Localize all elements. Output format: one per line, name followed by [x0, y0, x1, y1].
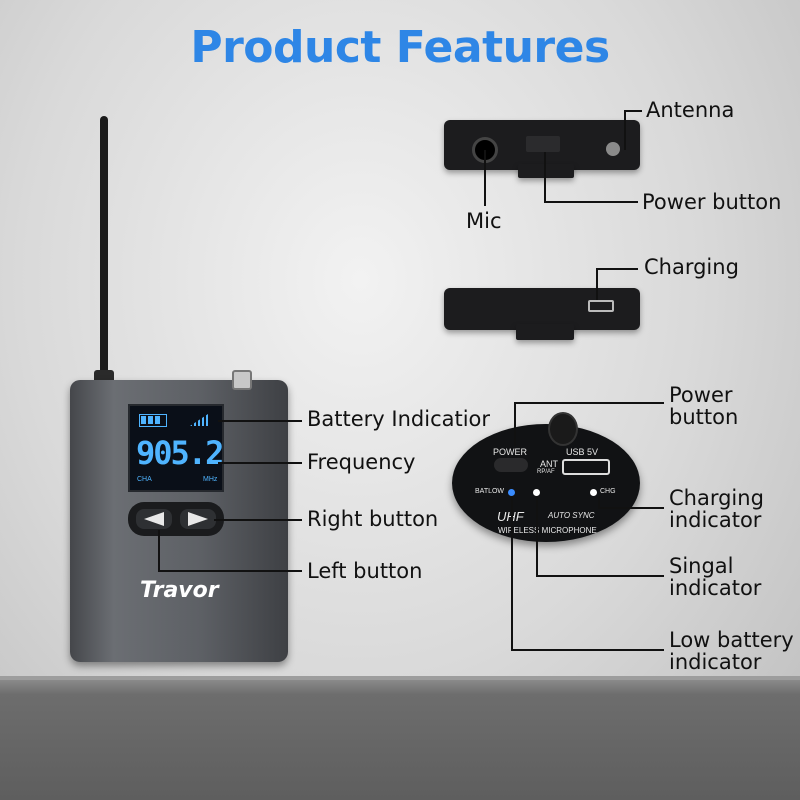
wireless-microphone-text: WIRELESS MICROPHONE [498, 526, 597, 535]
low-battery-led [508, 489, 515, 496]
power-callout-line [544, 201, 638, 203]
right-button-callout-line [214, 519, 302, 521]
frequency-readout: 905.2 [136, 434, 224, 472]
antenna-label: Antenna [646, 98, 735, 122]
power-switch[interactable] [526, 136, 560, 152]
charging-indicator-label-2: indicator [669, 508, 762, 532]
charging-indicator-callout-vline [598, 496, 600, 508]
signal-callout-vline [536, 496, 538, 576]
left-arrow-icon [144, 512, 164, 526]
pedestal [0, 680, 800, 800]
antenna-connector [232, 370, 252, 390]
mic-callout-line [484, 150, 486, 206]
panel-power-callout-vline [514, 402, 516, 446]
top-view-clip [518, 164, 574, 178]
uhf-text: UHF [497, 509, 524, 524]
frequency-label: Frequency [307, 450, 416, 474]
battery-level-bars [141, 416, 161, 424]
battery-indicator-label: Battery Indicatior [307, 407, 491, 431]
signal-led [533, 489, 540, 496]
low-battery-label-1: Low battery [669, 628, 794, 652]
frequency-callout-line [218, 462, 302, 464]
antenna-callout-line [624, 110, 642, 112]
signal-callout-line [536, 575, 664, 577]
left-button[interactable] [136, 509, 172, 529]
charging-led [590, 489, 597, 496]
right-button[interactable] [180, 509, 216, 529]
bottom-view-clip [516, 324, 574, 340]
charging-callout-vline [596, 268, 598, 300]
charging-indicator-label-1: Charging [669, 486, 764, 510]
usb-text: USB 5V [566, 447, 599, 457]
panel-usb-port [562, 459, 610, 475]
right-button-label: Right button [307, 507, 439, 531]
lcd-channel: CHA [137, 476, 152, 483]
bottom-view-unit [444, 288, 640, 330]
chg-text: CHG [600, 488, 616, 495]
antenna [100, 116, 108, 376]
lcd-unit: MHz [203, 476, 218, 483]
charging-indicator-callout-line [598, 507, 664, 509]
ant-text: ANT [540, 459, 558, 469]
mic-label: Mic [466, 209, 502, 233]
charging-callout-line [596, 268, 638, 270]
panel-power-label-2: button [669, 405, 739, 429]
brand-logo: Travor [140, 578, 219, 603]
left-button-callout-line [158, 570, 302, 572]
right-arrow-icon [188, 512, 208, 526]
side-panel [452, 424, 640, 542]
left-button-label: Left button [307, 559, 423, 583]
panel-power-label-1: Power [669, 383, 733, 407]
antenna-callout-vline [624, 110, 626, 150]
low-battery-callout-line [511, 649, 664, 651]
low-battery-label-2: indicator [669, 650, 762, 674]
low-battery-callout-vline [511, 496, 513, 650]
signal-indicator-label-1: Singal [669, 554, 734, 578]
panel-power-button[interactable] [494, 458, 528, 472]
power-text: POWER [493, 447, 528, 457]
signal-indicator-label-2: indicator [669, 576, 762, 600]
usb-port [588, 300, 614, 312]
power-button-label: Power button [642, 190, 782, 214]
left-button-callout-vline [158, 530, 160, 572]
antenna-jack [606, 142, 620, 156]
battery-callout-line [218, 420, 302, 422]
charging-label: Charging [644, 255, 739, 279]
auto-sync-text: AUTO SYNC [548, 511, 595, 520]
antenna-stub [548, 412, 578, 446]
power-callout-vline [544, 152, 546, 202]
panel-power-callout-line [514, 402, 664, 404]
page-title: Product Features [190, 22, 610, 73]
battery-icon [139, 414, 167, 427]
rpaf-text: RP/AF [537, 469, 555, 475]
batlow-text: BATLOW [475, 488, 505, 495]
